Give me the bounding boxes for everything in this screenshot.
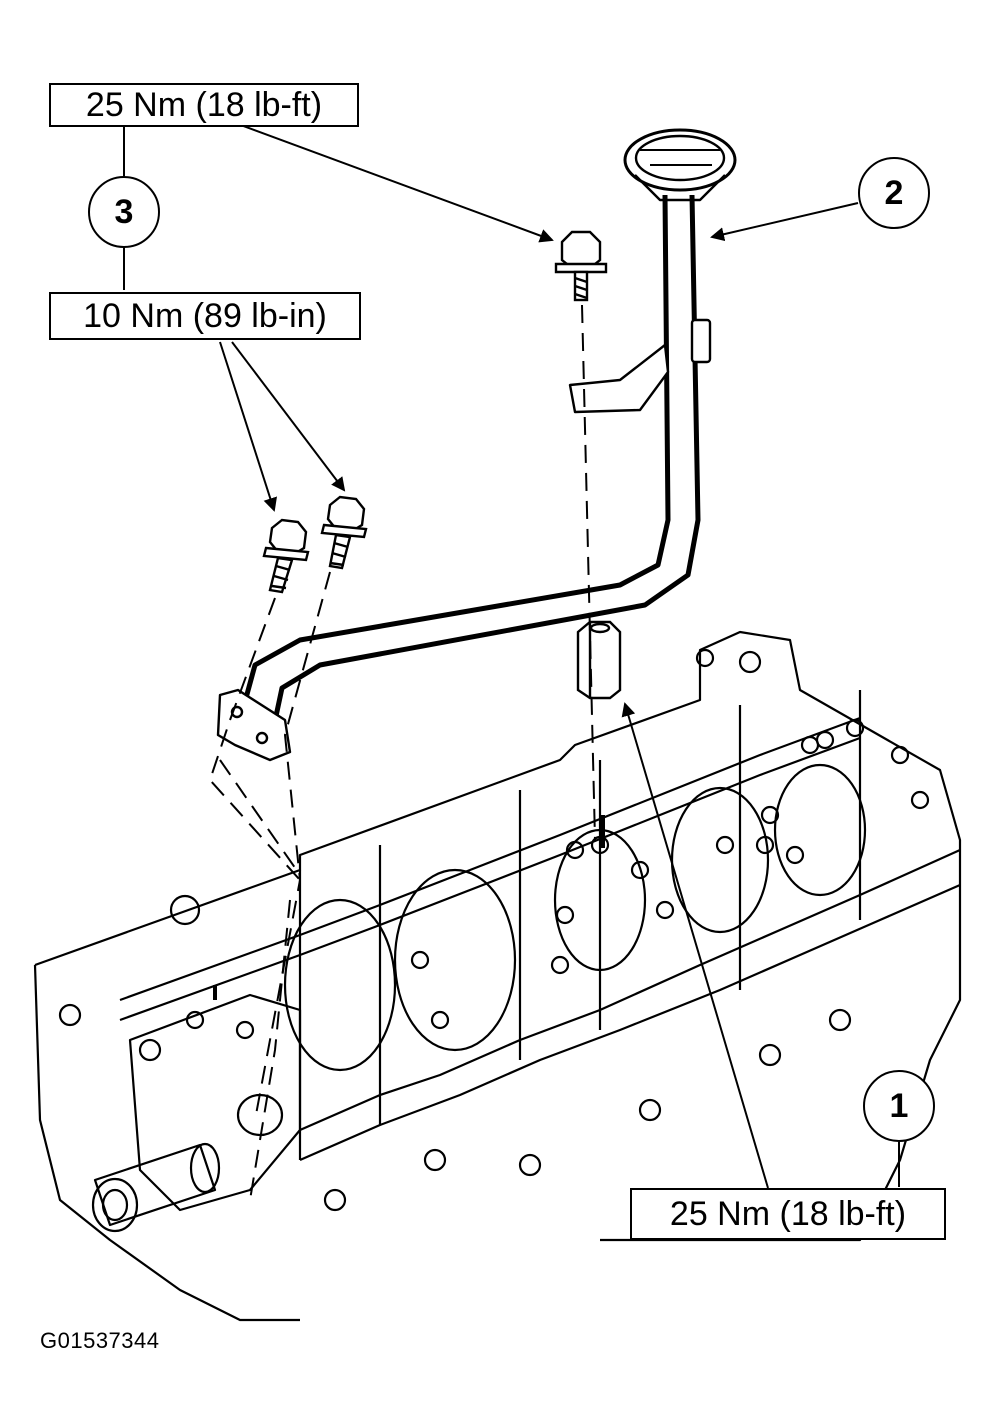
flange-bolt-left [262, 518, 310, 594]
hex-stud-nut [576, 620, 622, 700]
torque-label-top-bolt: 25 Nm (18 lb-ft) [49, 83, 359, 127]
alignment-dashes [208, 304, 596, 1201]
torque-label-flange-bolts: 10 Nm (89 lb-in) [49, 292, 361, 340]
engine-block [33, 630, 962, 1322]
callout-2: 2 [858, 157, 930, 229]
torque-label-stud-nut: 25 Nm (18 lb-ft) [630, 1188, 946, 1240]
figure-id: G01537344 [40, 1328, 160, 1353]
callout-1: 1 [863, 1070, 935, 1142]
flange-bolt-right [320, 495, 368, 570]
top-flange-bolt [554, 230, 608, 302]
callout-3: 3 [88, 176, 160, 248]
oil-pickup-tube [216, 128, 737, 762]
main-cap-bolts [185, 718, 930, 1040]
leader-lines [123, 123, 900, 1189]
